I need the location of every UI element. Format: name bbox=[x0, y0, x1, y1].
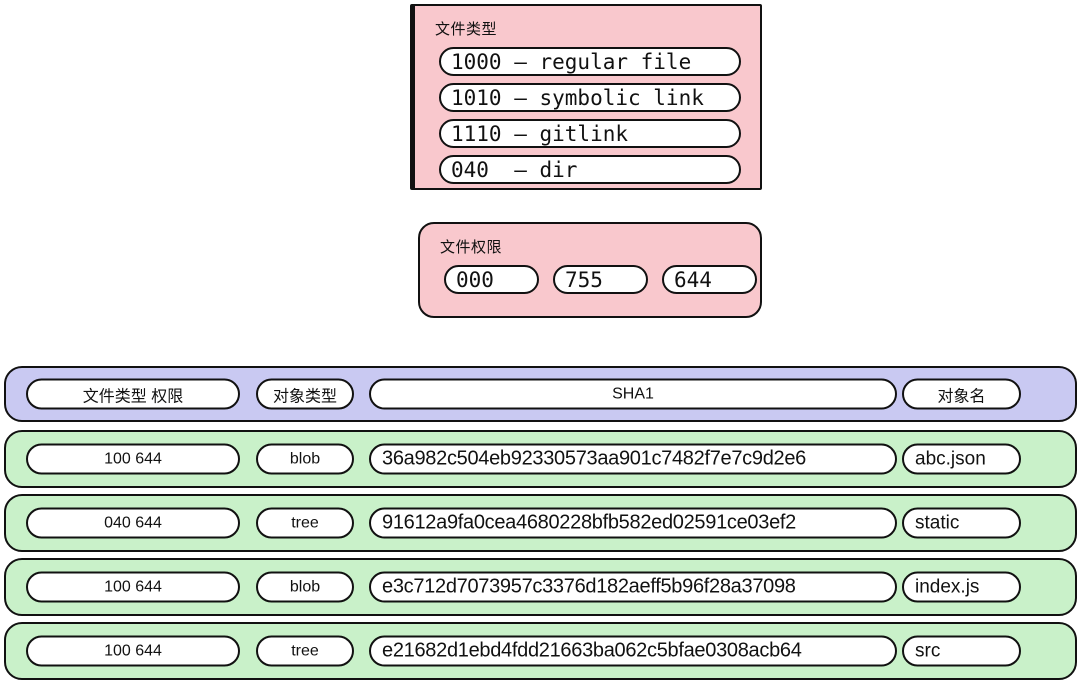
sha-pill: 91612a9fa0cea4680228bfb582ed02591ce03ef2 bbox=[369, 507, 897, 539]
type-pill: blob bbox=[256, 443, 354, 475]
tree-entry-row: 100 644 tree e21682d1ebd4fdd21663ba062c5… bbox=[4, 622, 1077, 680]
tree-entry-row: 100 644 blob 36a982c504eb92330573aa901c7… bbox=[4, 430, 1077, 488]
file-permission-item: 644 bbox=[662, 265, 757, 294]
file-type-pill-stack: 1000 – regular file 1010 – symbolic link… bbox=[439, 47, 760, 184]
tree-entry-row: 040 644 tree 91612a9fa0cea4680228bfb582e… bbox=[4, 494, 1077, 552]
file-permission-item: 755 bbox=[553, 265, 648, 294]
header-name-pill: 对象名 bbox=[902, 378, 1021, 410]
sha-pill: 36a982c504eb92330573aa901c7482f7e7c9d2e6 bbox=[369, 443, 897, 475]
type-pill: blob bbox=[256, 571, 354, 603]
mode-pill: 100 644 bbox=[26, 635, 240, 667]
file-permission-legend-box: 文件权限 000 755 644 bbox=[418, 222, 762, 318]
header-type-pill: 对象类型 bbox=[256, 378, 354, 410]
tree-entry-row: 100 644 blob e3c712d7073957c3376d182aeff… bbox=[4, 558, 1077, 616]
name-pill: src bbox=[902, 635, 1021, 667]
type-pill: tree bbox=[256, 635, 354, 667]
mode-pill: 100 644 bbox=[26, 443, 240, 475]
file-type-legend-box: 文件类型 1000 – regular file 1010 – symbolic… bbox=[410, 4, 762, 190]
file-type-item: 1000 – regular file bbox=[439, 47, 741, 76]
name-pill: index.js bbox=[902, 571, 1021, 603]
name-pill: abc.json bbox=[902, 443, 1021, 475]
header-mode-pill: 文件类型 权限 bbox=[26, 378, 240, 410]
header-row: 文件类型 权限 对象类型 SHA1 对象名 bbox=[4, 366, 1077, 422]
type-pill: tree bbox=[256, 507, 354, 539]
file-type-item: 040 – dir bbox=[439, 155, 741, 184]
sha-pill: e3c712d7073957c3376d182aeff5b96f28a37098 bbox=[369, 571, 897, 603]
mode-pill: 100 644 bbox=[26, 571, 240, 603]
mode-pill: 040 644 bbox=[26, 507, 240, 539]
file-permission-item: 000 bbox=[444, 265, 539, 294]
file-permission-legend-title: 文件权限 bbox=[440, 239, 503, 256]
file-permission-pill-row: 000 755 644 bbox=[444, 265, 760, 294]
header-sha-pill: SHA1 bbox=[369, 378, 897, 410]
file-type-item: 1110 – gitlink bbox=[439, 119, 741, 148]
file-type-item: 1010 – symbolic link bbox=[439, 83, 741, 112]
sha-pill: e21682d1ebd4fdd21663ba062c5bfae0308acb64 bbox=[369, 635, 897, 667]
file-type-legend-title: 文件类型 bbox=[435, 21, 498, 38]
name-pill: static bbox=[902, 507, 1021, 539]
